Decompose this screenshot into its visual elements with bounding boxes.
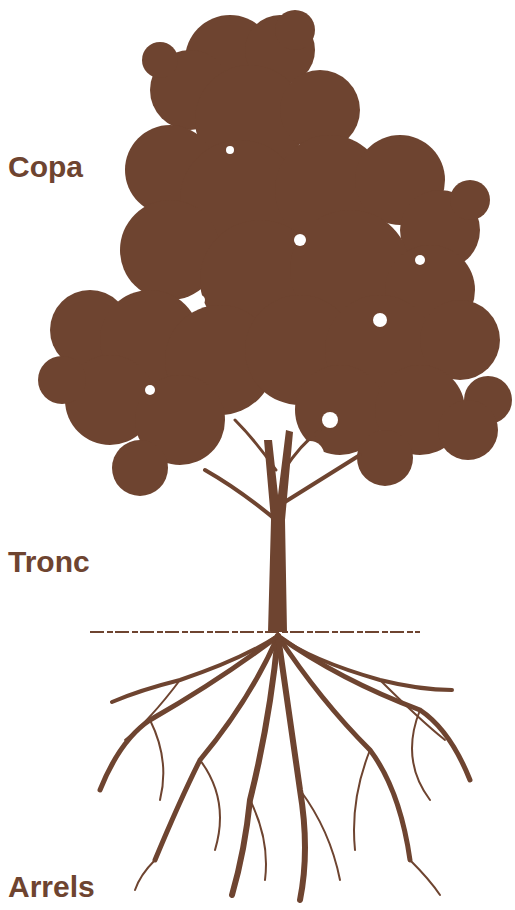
tree-crown <box>38 10 512 496</box>
part-label: Arrels <box>8 870 95 903</box>
tree-trunk <box>264 430 293 632</box>
tree-roots <box>100 636 470 900</box>
ground-line <box>90 631 420 633</box>
part-label: Tronc <box>8 545 90 578</box>
part-label: Copa <box>8 150 83 183</box>
crown-gaps <box>145 146 425 476</box>
